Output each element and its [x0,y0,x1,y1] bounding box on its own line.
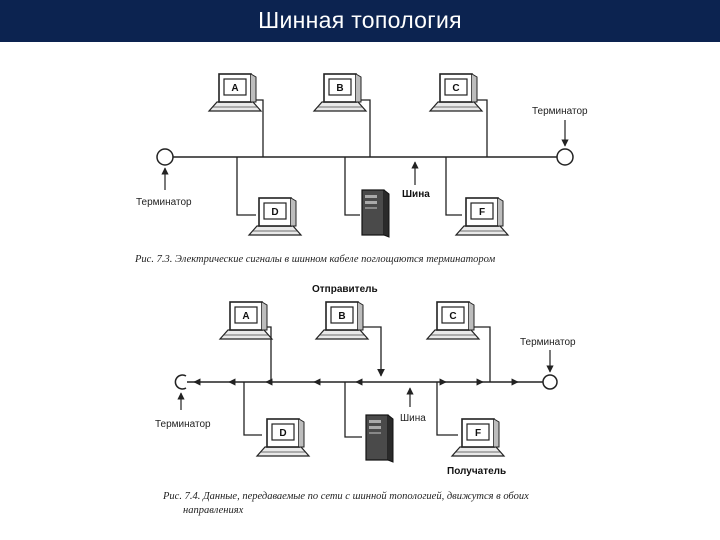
terminator-right-label: Терминатор [532,106,588,117]
sender-label: Отправитель [312,284,378,295]
receiver-label: Получатель [447,466,506,477]
caption-7-4-line1: Рис. 7.4. Данные, передаваемые по сети с… [162,491,529,502]
computer-c-2: C [426,301,480,340]
svg-text:D: D [271,207,278,218]
figure-7-3: A B C D F Терминатор Терминатор Шина Рис… [134,73,588,265]
bus-label-2: Шина [400,413,426,424]
svg-text:F: F [475,428,481,439]
computer-f-2: F [451,418,505,457]
computer-d: D [248,197,302,236]
server-icon-2 [365,414,394,463]
caption-7-4-line2: направлениях [183,505,244,516]
terminator-left [156,148,174,166]
caption-7-3: Рис. 7.3. Электрические сигналы в шинном… [134,254,496,265]
server-icon [361,189,390,238]
terminator-left-2 [174,374,187,390]
terminator-right-label-2: Терминатор [520,337,576,348]
terminator-right-2 [542,374,558,390]
computer-b-2: B [315,301,369,340]
svg-text:F: F [479,207,485,218]
computer-f: F [455,197,509,236]
svg-text:B: B [336,83,343,94]
svg-text:C: C [449,311,456,322]
svg-text:C: C [452,83,459,94]
svg-text:D: D [279,428,286,439]
svg-text:A: A [231,83,238,94]
title-bar: Шинная топология [0,0,720,42]
terminator-right [556,148,574,166]
computer-d-2: D [256,418,310,457]
computer-a-2: A [219,301,273,340]
terminator-left-label-2: Терминатор [155,419,211,430]
svg-text:A: A [242,311,249,322]
slide-title: Шинная топология [258,7,462,33]
computer-c: C [429,73,483,112]
bus-label: Шина [402,189,430,200]
computer-a: A [208,73,262,112]
svg-text:B: B [338,311,345,322]
figure-7-4: Отправитель A B [155,284,576,516]
computer-b: B [313,73,367,112]
terminator-left-label: Терминатор [136,197,192,208]
